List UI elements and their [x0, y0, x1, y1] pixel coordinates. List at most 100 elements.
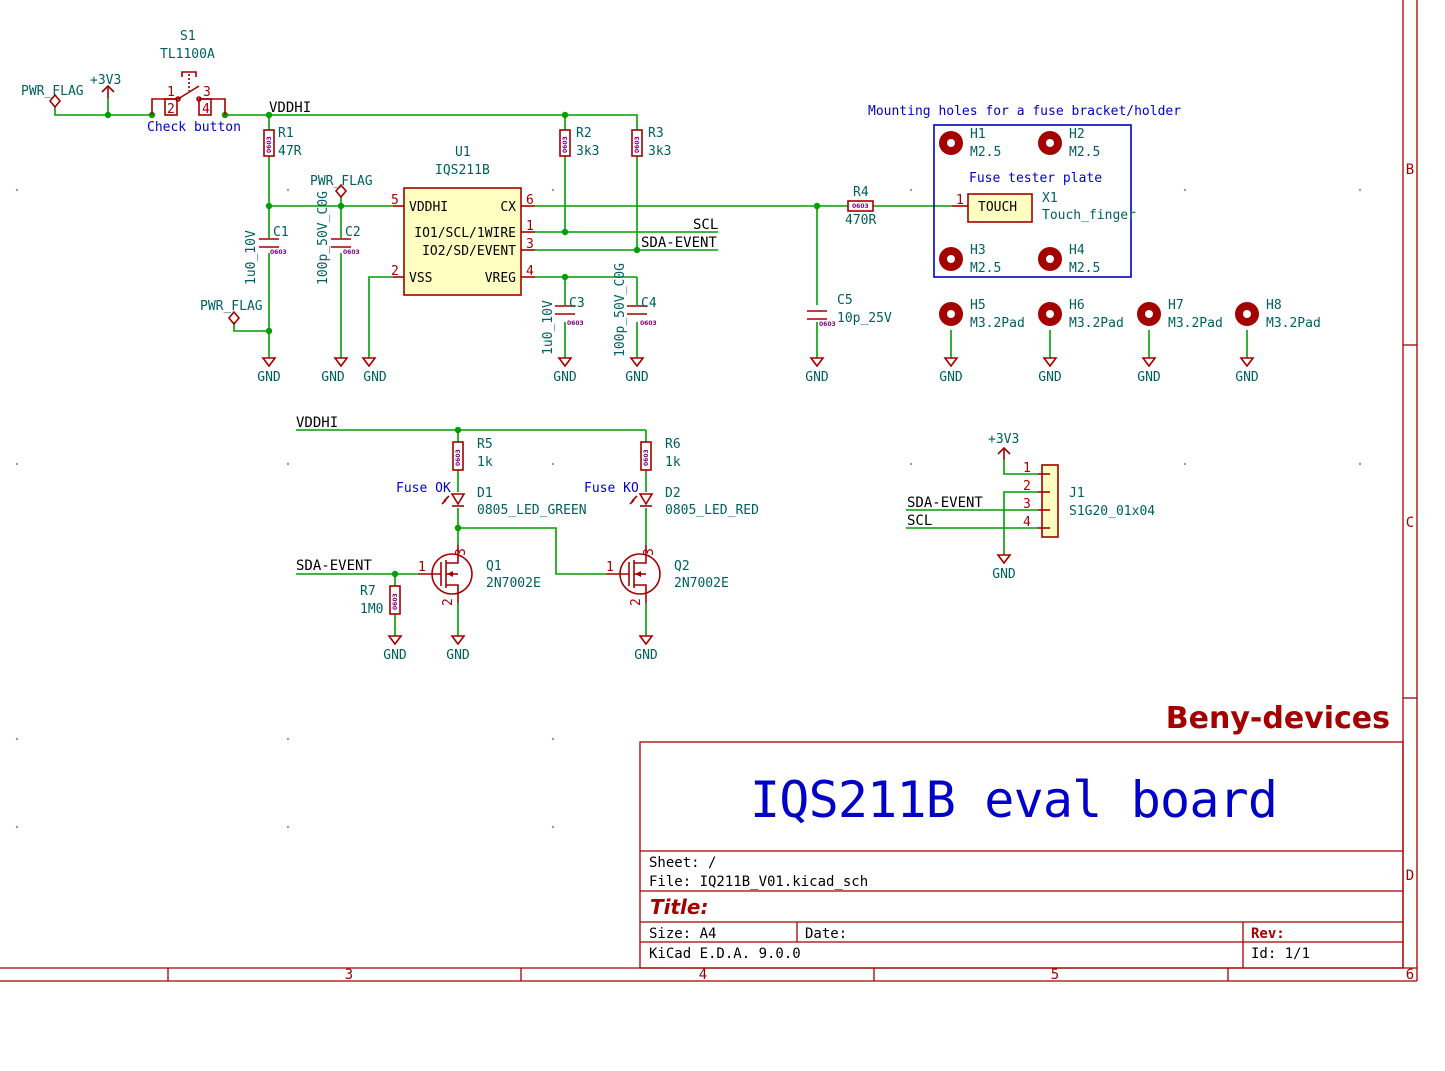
- net-label-vddhi-leds[interactable]: VDDHI: [296, 415, 338, 431]
- resistor-r1[interactable]: 0603 R1 47R: [263, 126, 302, 159]
- switch-s1[interactable]: S1 TL1100A 1 2 3 4 Check button: [147, 29, 241, 135]
- power-flag-1[interactable]: PWR_FLAG: [21, 84, 84, 109]
- power-flag-2[interactable]: PWR_FLAG: [310, 174, 373, 199]
- ground-symbol[interactable]: GND: [446, 635, 470, 663]
- hole-ref: H4: [1069, 243, 1085, 258]
- ground-symbol[interactable]: GND: [1038, 357, 1062, 385]
- grid-dot: [551, 825, 555, 829]
- d2-note: Fuse KO: [584, 481, 639, 496]
- power-3v3-connector[interactable]: +3V3: [988, 432, 1019, 460]
- grid-dot: [551, 188, 555, 192]
- ground-symbol[interactable]: GND: [1137, 357, 1161, 385]
- r2-ref: R2: [576, 126, 592, 141]
- resistor-r7[interactable]: 0603 R7 1M0: [360, 584, 401, 617]
- ground-symbol[interactable]: GND: [257, 357, 281, 385]
- resistor-r4[interactable]: 0603 R4 470R: [845, 185, 876, 228]
- net-label-scl-conn[interactable]: SCL: [907, 513, 932, 529]
- sheet-path: Sheet: /: [649, 855, 716, 871]
- power-flag-label: PWR_FLAG: [200, 299, 263, 314]
- hole-ref: H2: [1069, 127, 1085, 142]
- junctions: [104, 111, 821, 578]
- c4-ref: C4: [641, 296, 657, 311]
- resistor-r3[interactable]: 0603 R3 3k3: [631, 126, 671, 159]
- fuse-holder-group: Mounting holes for a fuse bracket/holder…: [868, 104, 1181, 278]
- net-label-sda-event[interactable]: SDA-EVENT: [641, 235, 717, 251]
- resistor-r2[interactable]: 0603 R2 3k3: [559, 126, 599, 159]
- net-label-sda-event-conn[interactable]: SDA-EVENT: [907, 495, 983, 511]
- r7-value: 1M0: [360, 602, 383, 617]
- u1-pin-num-cx: 6: [526, 193, 534, 208]
- hole-ref: H6: [1069, 298, 1085, 313]
- u1-pin-name-vss: VSS: [409, 271, 432, 286]
- project-title: IQS211B eval board: [750, 771, 1278, 829]
- ic-u1[interactable]: U1 IQS211B 5 2 VDDHI VSS 6 1 3 4 CX IO1/…: [391, 145, 535, 296]
- mosfet-q2[interactable]: 1 2 3 Q2 2N7002E: [606, 545, 729, 606]
- mosfet-q1[interactable]: 1 2 3 Q1 2N7002E: [418, 545, 541, 606]
- s1-pin-3: 3: [203, 85, 211, 100]
- net-label-scl[interactable]: SCL: [693, 217, 718, 233]
- capacitor-c1[interactable]: 0603 C1 1u0_10V: [244, 225, 289, 285]
- ground-symbol[interactable]: GND: [1235, 357, 1259, 385]
- ground-label: GND: [321, 370, 345, 385]
- ground-label: GND: [992, 567, 1016, 582]
- r5-value: 1k: [477, 455, 493, 470]
- u1-pin-name-vddhi: VDDHI: [409, 200, 448, 215]
- ground-symbol[interactable]: GND: [321, 357, 349, 385]
- r4-ref: R4: [853, 185, 869, 200]
- d1-note: Fuse OK: [396, 481, 451, 496]
- ground-symbol[interactable]: GND: [634, 635, 658, 663]
- resistor-r6[interactable]: 0603 R6 1k: [640, 437, 681, 471]
- ground-symbol[interactable]: GND: [383, 635, 407, 663]
- q2-pin-source: 2: [629, 598, 644, 606]
- capacitor-c3[interactable]: 0603 C3 1u0_10V: [541, 296, 585, 355]
- grid-dot: [286, 737, 290, 741]
- ground-label: GND: [257, 370, 281, 385]
- power-flag-label: PWR_FLAG: [310, 174, 373, 189]
- d2-value: 0805_LED_RED: [665, 503, 759, 518]
- power-flag-3[interactable]: PWR_FLAG: [200, 299, 263, 326]
- led-d1[interactable]: D1 0805_LED_GREEN Fuse OK: [396, 481, 587, 518]
- ground-symbol[interactable]: GND: [553, 357, 577, 385]
- led-d2[interactable]: D2 0805_LED_RED Fuse KO: [584, 481, 759, 518]
- hole-value: M2.5: [1069, 145, 1100, 160]
- r4-value: 470R: [845, 213, 876, 228]
- connector-j1[interactable]: 1 2 3 4 J1 S1G20_01x04: [1023, 461, 1155, 538]
- d1-value: 0805_LED_GREEN: [477, 503, 587, 518]
- r7-package: 0603: [392, 593, 399, 610]
- power-3v3-top[interactable]: +3V3: [90, 73, 121, 98]
- power-flag-label: PWR_FLAG: [21, 84, 84, 99]
- capacitor-c5[interactable]: 0603 C5 10p_25V: [807, 293, 892, 328]
- r6-ref: R6: [665, 437, 681, 452]
- u1-pin-name-vreg: VREG: [485, 271, 516, 286]
- drawing-frame: 3 4 5 6 B C D: [0, 0, 1418, 983]
- hole-ref: H5: [970, 298, 986, 313]
- capacitor-c4[interactable]: 0603 C4 100p_50V_C0G: [613, 263, 657, 357]
- grid-dot: [909, 462, 913, 466]
- c2-package: 0603: [343, 249, 360, 256]
- u1-pin-num-vss: 2: [391, 264, 399, 279]
- company-name: Beny-devices: [1166, 701, 1390, 736]
- ground-symbol[interactable]: GND: [939, 357, 963, 385]
- grid-dot: [286, 188, 290, 192]
- capacitor-c2[interactable]: 0603 C2 100p_50V_C0G: [316, 191, 361, 285]
- net-label-sda-event-gate[interactable]: SDA-EVENT: [296, 558, 372, 574]
- resistor-r5[interactable]: 0603 R5 1k: [452, 437, 493, 471]
- ground-symbol[interactable]: GND: [625, 357, 649, 385]
- c2-value: 100p_50V_C0G: [316, 191, 331, 285]
- ground-symbol[interactable]: GND: [992, 554, 1016, 582]
- ground-symbol[interactable]: GND: [361, 357, 387, 385]
- net-label-vddhi[interactable]: VDDHI: [269, 100, 311, 116]
- grid-dot: [1358, 462, 1362, 466]
- touch-plate-x1[interactable]: TOUCH 1 X1 Touch_finger: [952, 191, 1136, 223]
- c3-ref: C3: [569, 296, 585, 311]
- sheet-size: Size: A4: [649, 926, 716, 942]
- ground-symbol[interactable]: GND: [805, 357, 829, 385]
